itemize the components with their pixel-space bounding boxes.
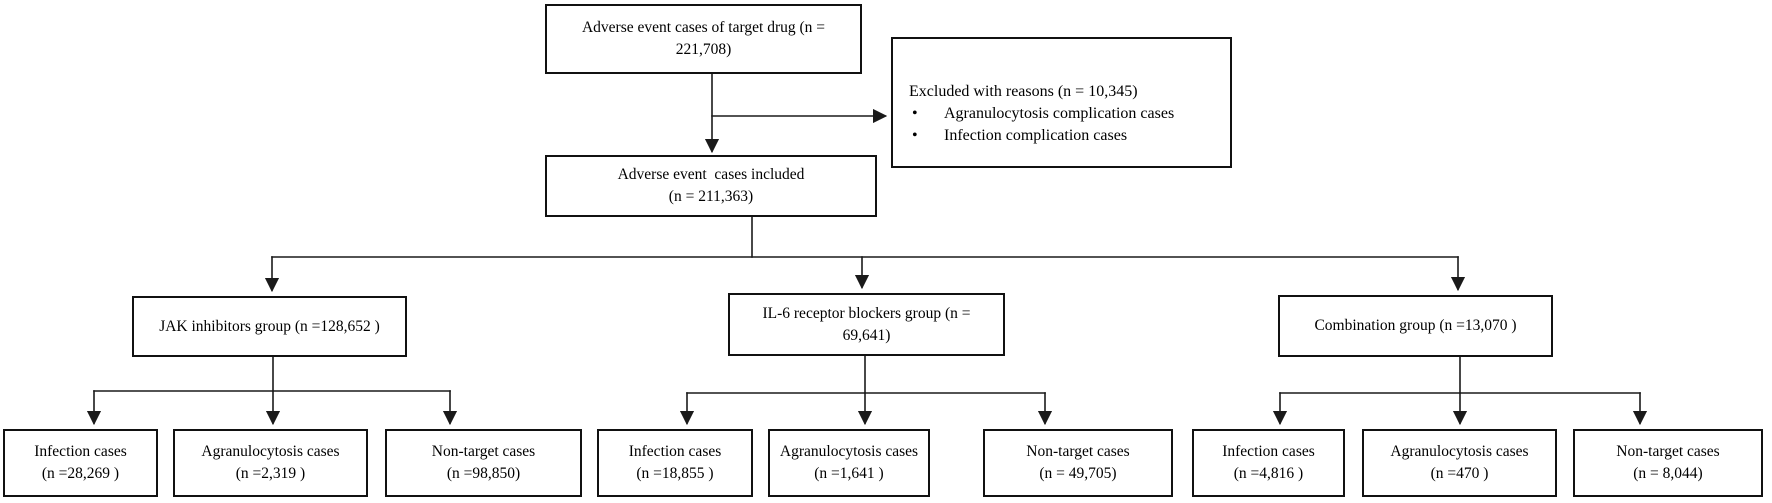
excluded-box: Excluded with reasons (n = 10,345) • Agr… (891, 37, 1232, 168)
box-label: IL-6 receptor blockers group (n = 69,641… (762, 304, 971, 344)
excluded-bullet-text: Infection complication cases (944, 127, 1128, 144)
box-label: Agranulocytosis cases (n =2,319 ) (201, 443, 340, 482)
excluded-bullet-text: Agranulocytosis complication cases (944, 105, 1175, 122)
box-label: Infection cases (n =28,269 ) (34, 443, 127, 482)
box-label: Infection cases (n =4,816 ) (1222, 443, 1315, 482)
box-label: Non-target cases (n = 8,044) (1616, 443, 1720, 482)
child-box-combination-infection: Infection cases (n =4,816 ) (1192, 429, 1345, 497)
box-label: Non-target cases (n =98,850) (431, 443, 536, 482)
box-label: Agranulocytosis cases (n =1,641 ) (779, 443, 919, 482)
child-box-il6-agranulocytosis: Agranulocytosis cases (n =1,641 ) (768, 429, 930, 497)
excluded-bullet-item: • Agranulocytosis complication cases (909, 103, 1220, 125)
child-box-jak-agranulocytosis: Agranulocytosis cases (n =2,319 ) (173, 429, 368, 497)
bullet-icon: • (912, 105, 918, 122)
box-label: Combination group (n =13,070 ) (1314, 317, 1517, 334)
child-box-il6-infection: Infection cases (n =18,855 ) (597, 429, 753, 497)
box-label: Infection cases (n =18,855 ) (628, 443, 722, 482)
child-box-jak-infection: Infection cases (n =28,269 ) (3, 429, 158, 497)
box-label: Agranulocytosis cases (n =470 ) (1390, 443, 1529, 482)
child-box-combination-non-target: Non-target cases (n = 8,044) (1573, 429, 1763, 497)
child-box-il6-non-target: Non-target cases (n = 49,705) (983, 429, 1173, 497)
group-box-il6-receptor-blockers: IL-6 receptor blockers group (n = 69,641… (728, 293, 1005, 356)
bullet-icon: • (912, 127, 918, 144)
box-label: Adverse event cases of target drug (n = … (581, 19, 826, 58)
child-box-jak-non-target: Non-target cases (n =98,850) (385, 429, 582, 497)
group-box-combination: Combination group (n =13,070 ) (1278, 295, 1553, 357)
box-label: Adverse event cases included (n = 211,36… (617, 166, 805, 205)
top-box-total-cases: Adverse event cases of target drug (n = … (545, 4, 862, 74)
child-box-combination-agranulocytosis: Agranulocytosis cases (n =470 ) (1362, 429, 1557, 497)
group-box-jak-inhibitors: JAK inhibitors group (n =128,652 ) (132, 296, 407, 357)
excluded-title: Excluded with reasons (n = 10,345) (909, 83, 1138, 100)
excluded-bullet-item: • Infection complication cases (909, 125, 1220, 147)
box-label: JAK inhibitors group (n =128,652 ) (159, 317, 380, 335)
included-box: Adverse event cases included (n = 211,36… (545, 155, 877, 217)
box-label: Non-target cases (n = 49,705) (1026, 443, 1130, 482)
excluded-box-content: Excluded with reasons (n = 10,345) • Agr… (893, 39, 1230, 147)
